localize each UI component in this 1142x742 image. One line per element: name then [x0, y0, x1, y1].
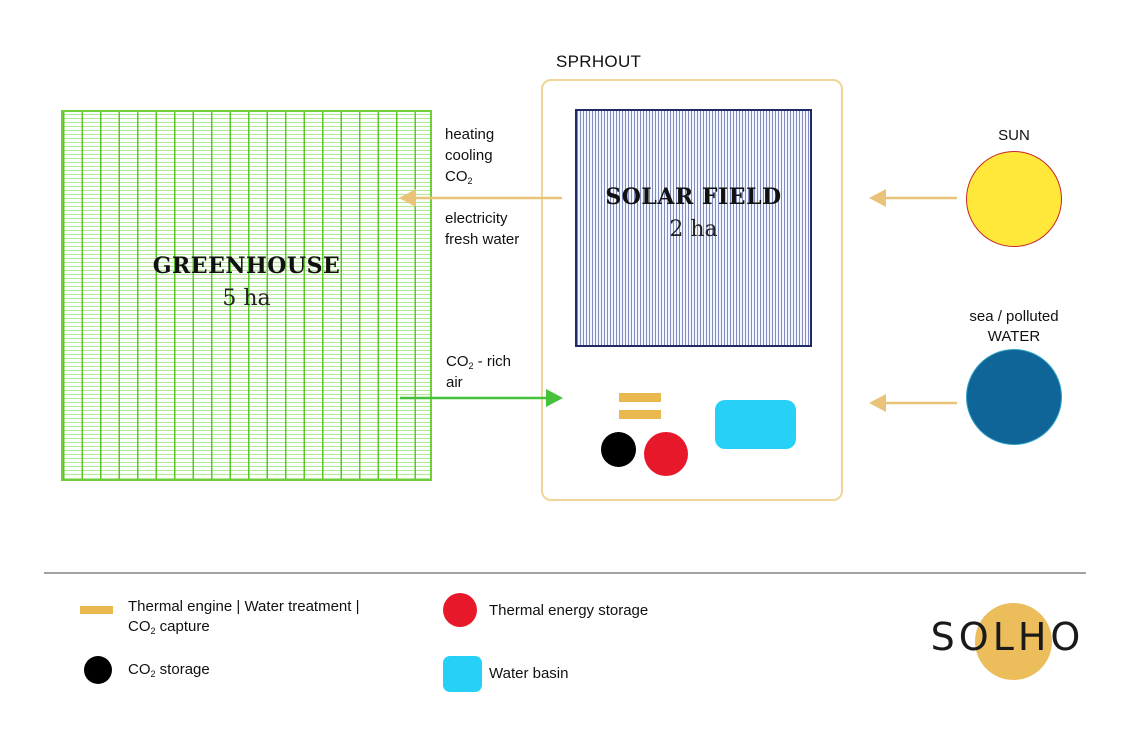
legend-co2-storage-icon [84, 656, 112, 684]
legend-co2-storage-label: CO2 storage [128, 661, 210, 679]
electricity-label: electricity [445, 210, 508, 227]
solar-field [575, 109, 812, 347]
greenhouse-area: 5 ha [222, 286, 271, 311]
solar-field-area: 2 ha [669, 217, 718, 242]
greenhouse-title: GREENHOUSE [152, 253, 341, 279]
legend-thermal-engine-line1: Thermal engine | Water treatment | [128, 598, 360, 615]
air-label: air [446, 374, 463, 391]
heating-label: heating [445, 126, 495, 143]
solho-logo: SOLHO [930, 603, 1085, 681]
legend-water-basin-icon [443, 656, 482, 692]
sun-icon [966, 151, 1062, 247]
water-source-label-1: sea / polluted [969, 308, 1059, 325]
co2-storage-icon [601, 432, 636, 467]
co2-rich-label: CO2 - rich [446, 353, 512, 371]
solar-field-title: SOLAR FIELD [605, 184, 782, 210]
legend-thermal-engine-line2: CO2 capture [128, 618, 210, 636]
thermal-energy-storage-icon [644, 432, 688, 476]
water-source-label-2: WATER [987, 328, 1041, 345]
legend-thermal-storage-label: Thermal energy storage [489, 602, 649, 619]
legend-water-basin-label: Water basin [489, 665, 569, 682]
thermal-engine-icon [619, 410, 661, 419]
logo-sun-icon [975, 603, 1052, 680]
water-source-icon [966, 349, 1062, 445]
arrow-water-to-sprhout [869, 394, 957, 412]
arrow-co2-to-sprhout [400, 389, 563, 407]
thermal-engine-icon [619, 393, 661, 402]
legend-thermal-storage-icon [443, 593, 477, 627]
arrow-to-greenhouse [399, 189, 562, 207]
sun-label: SUN [998, 127, 1030, 144]
water-basin-icon [715, 400, 796, 449]
sprhout-title: SPRHOUT [556, 52, 642, 71]
fresh-water-label: fresh water [445, 231, 520, 248]
logo-text: SOLHO [930, 615, 1085, 659]
arrow-sun-to-sprhout [869, 189, 957, 207]
greenhouse [61, 110, 432, 481]
co2-label: CO2 [445, 168, 473, 186]
cooling-label: cooling [445, 147, 493, 164]
legend-thermal-engine-icon [80, 606, 113, 614]
